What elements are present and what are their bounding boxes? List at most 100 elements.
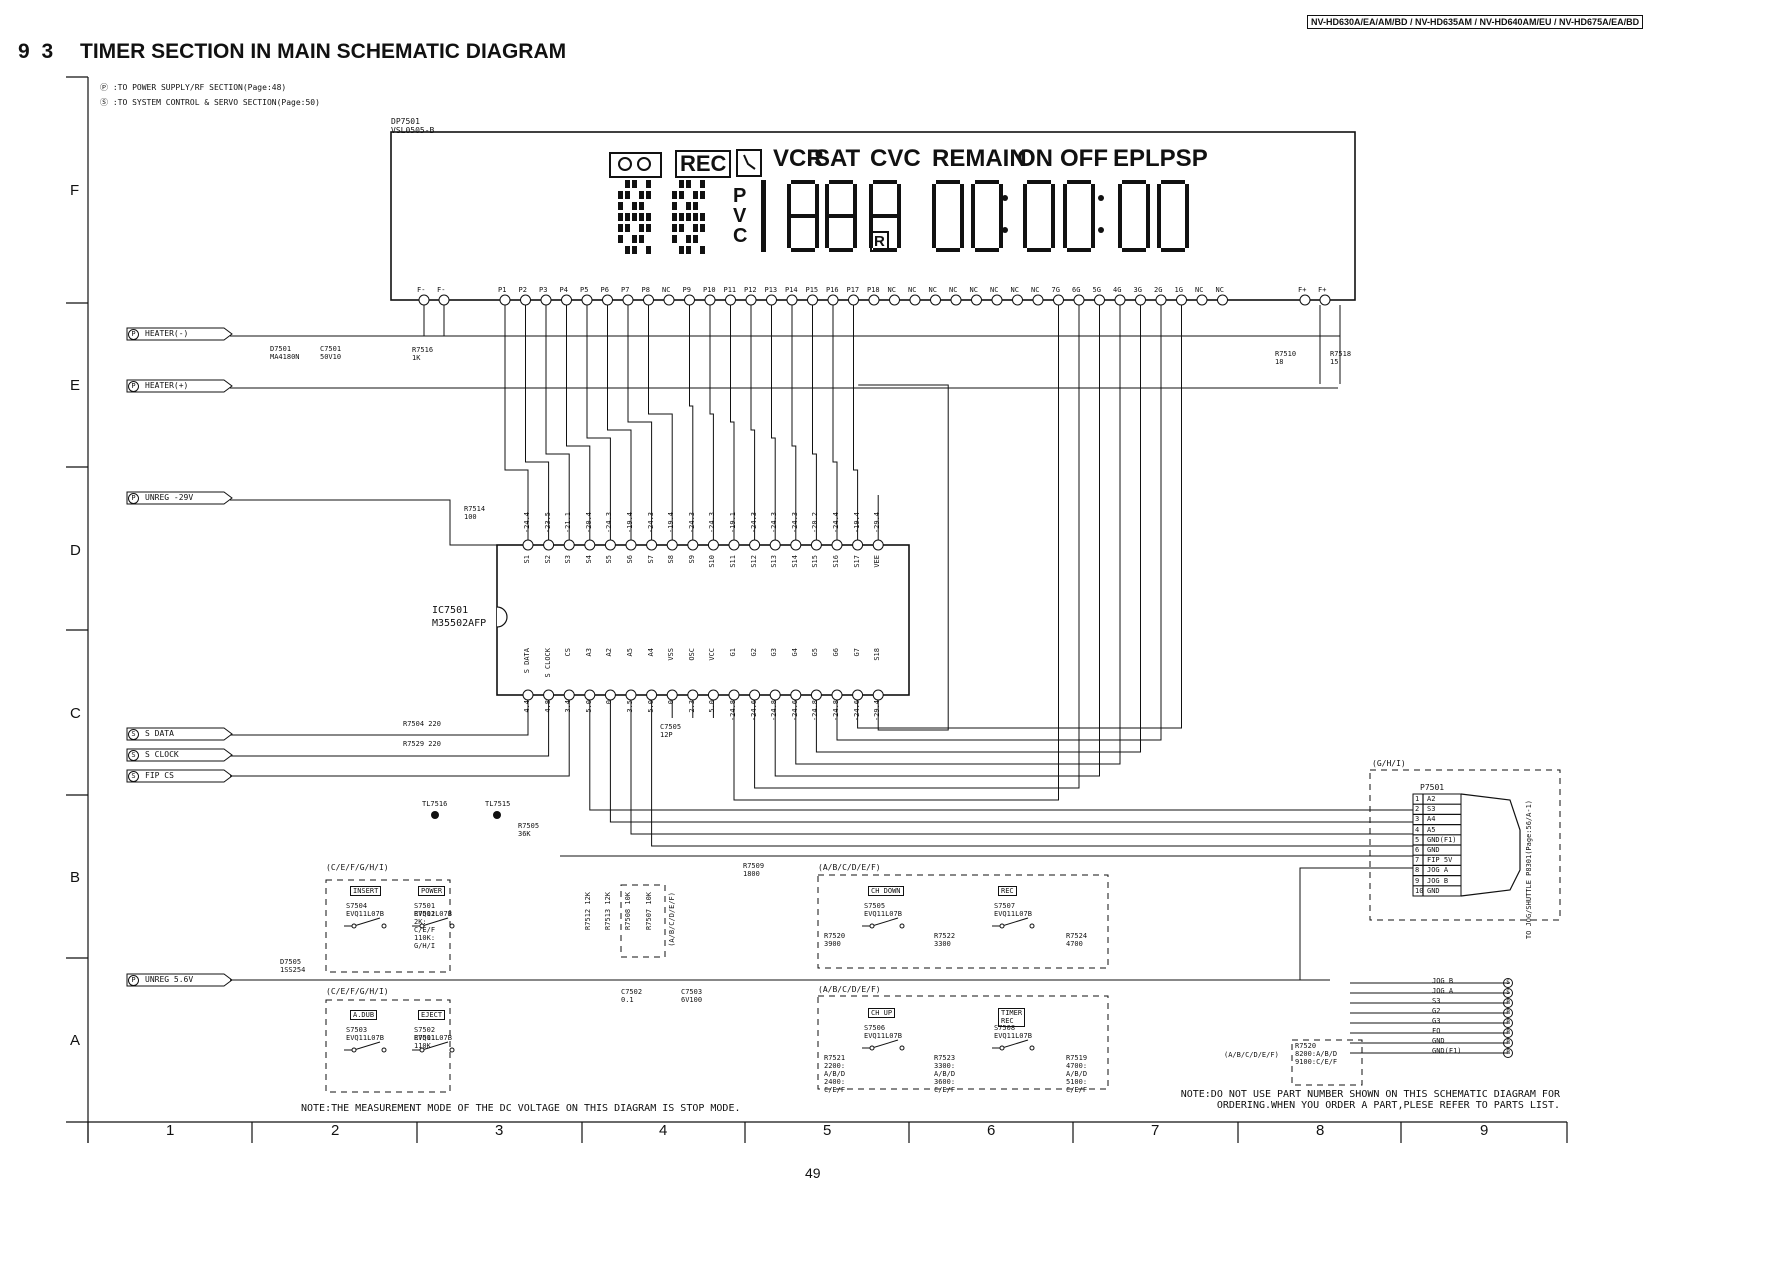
side-letter-v: V [733,205,747,227]
connector-label: S DATA [145,729,174,738]
ic-bottom-pin-voltage: -24.8 [729,700,737,722]
component-r7507: R7507 10K [645,892,653,930]
ic-top-pin-voltage: -24.4 [832,512,840,534]
right-connector-label: JOG A [1432,987,1454,995]
ic-bottom-pin-voltage: 5.0 [708,700,717,713]
display-pin-label: 3G [1133,286,1142,294]
ic-bottom-pin-label: VSS [667,648,676,661]
p7501-pin-number: 7 [1415,856,1420,865]
ic-top-pin-label: S4 [584,555,593,564]
switch-button-label: REC [998,886,1017,897]
component-r7507_note: (A/B/C/D/E/F) [668,892,676,947]
ic-part: M35502AFP [432,618,487,629]
grid-column-label: 7 [1151,1122,1160,1139]
right-connector-tag: P [1503,1018,1513,1028]
component-r7505: R7505 36K [518,822,540,838]
connector-label: UNREG 5.6V [145,975,194,984]
display-pin-label: P14 [785,286,798,294]
component-r7508: R7508 10K [624,892,632,930]
display-ref: DP7501 [391,117,420,126]
switch-resistor-label: R7502 2K: C/E/F 110K: G/H/I [414,910,436,950]
ic-top-pin-voltage: -24.3 [687,512,696,534]
ic-top-pin-voltage: -24.3 [708,512,717,534]
connector-tag: P [128,493,139,504]
ic-bottom-pin-label: G7 [852,648,861,657]
ic-top-pin-voltage: -24.3 [770,512,779,534]
grid-row-label: E [70,377,81,394]
p7501-pin-number: 2 [1415,805,1420,814]
connector-tag: P [128,975,139,986]
component-c7502: C7502 0.1 [621,988,643,1004]
on-indicator: ON [1017,145,1053,172]
p7501-pin-number: 3 [1415,815,1420,824]
ic-bottom-pin-label: G6 [832,648,840,657]
display-pin-label: P16 [826,286,839,294]
ic-bottom-pin-label: VCC [708,648,717,661]
switch-button-label: A.DUB [350,1010,378,1021]
ic-top-pin-label: S2 [543,555,552,564]
ic-top-pin-label: S3 [564,555,573,564]
page-number: 49 [805,1165,821,1181]
remain-indicator: REMAIN [932,145,1027,172]
display-pin-label: P9 [682,286,691,294]
switch-resistor-label: R7520 3900 [824,932,846,948]
connector-tag: S [128,729,139,740]
switch-part-label: S7508 EVQ11L07B [994,1024,1032,1040]
display-pin-label: P2 [518,286,527,294]
grid-column-label: 1 [166,1122,175,1139]
display-pin-label: P17 [846,286,860,294]
display-pin-label: F+ [1318,286,1327,294]
component-r7529: R7529 220 [403,740,441,748]
right-connector-label: FO [1432,1027,1441,1035]
ic-bottom-pin-label: A4 [646,648,655,657]
display-pin-label: P12 [744,286,757,294]
side-letter-p: P [733,185,747,207]
ic-bottom-pin-label: S DATA [523,648,531,674]
switch-resistor-label: R7501 110K [414,1034,436,1050]
display-pin-label: NC [969,286,978,294]
right-connector-tag: P [1503,1048,1513,1058]
ic-top-pin-label: S17 [852,555,861,568]
component-r7513: R7513 12K [604,892,612,930]
ic-top-pin-voltage: -19.4 [852,512,861,534]
section-number: 9 3 [18,40,57,63]
display-pin-label: P18 [867,286,880,294]
switch-part-label: S7504 EVQ11L07B [346,902,384,918]
p7501-ref: P7501 [1420,783,1445,792]
cvc-indicator: CVC [870,145,921,172]
p7501-pin-label: A4 [1427,815,1436,824]
ic-top-pin-label: S16 [832,555,840,568]
ic-bottom-pin-voltage: 4.8 [543,700,552,713]
ic-top-pin-label: S9 [687,555,696,564]
ic-top-pin-label: S15 [811,555,820,568]
component-tl7516: TL7516 [422,800,448,808]
grid-row-label: C [70,705,81,722]
display-pin-label: P7 [621,286,630,294]
ic-top-pin-label: S14 [790,555,799,568]
ic-bottom-pin-voltage: 3.5 [626,700,634,713]
switch-part-label: S7505 EVQ11L07B [864,902,902,918]
grid-row-label: D [70,542,81,559]
display-pin-label: NC [949,286,958,294]
ic-bottom-pin-label: A5 [626,648,634,657]
p7501-pin-number: 9 [1415,876,1420,885]
right-connector-label: GND [1432,1037,1445,1045]
ic-top-pin-voltage: -20.2 [811,512,820,534]
display-part: VSL0505-B [391,126,435,135]
switch-resistor-label: R7522 3300 [934,932,956,948]
connector-label: FIP CS [145,771,174,780]
switch-group-variant: (A/B/C/D/E/F) [818,985,881,994]
display-pin-label: F+ [1298,286,1307,294]
ic-bottom-pin-voltage: -24.8 [770,700,779,722]
p7501-pin-number: 6 [1415,846,1420,854]
display-pin-label: P10 [703,286,716,294]
display-pin-label: F- [417,286,426,294]
p7501-pin-label: JOG A [1427,866,1449,875]
switch-group-variant: (A/B/C/D/E/F) [818,863,881,872]
component-r7509: R7509 1800 [743,862,765,878]
ic-bottom-pin-label: G2 [749,648,758,657]
ic-top-pin-label: S7 [646,555,655,564]
right-connector-tag: P [1503,1028,1513,1038]
legend-s-note: Ⓢ :TO SYSTEM CONTROL & SERVO SECTION(Pag… [100,98,320,107]
